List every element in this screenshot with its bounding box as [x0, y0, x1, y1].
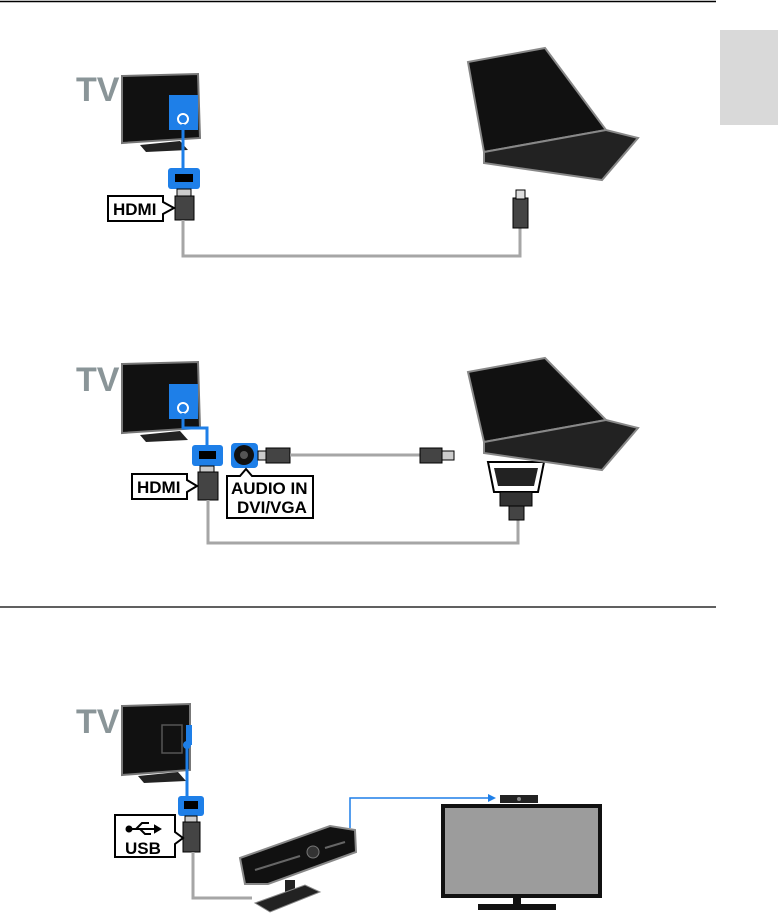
diagram-usb-camera: TV USB [76, 702, 602, 913]
vga-cable [206, 500, 520, 545]
tv-icon [121, 360, 202, 442]
usb-plug-icon [182, 821, 201, 853]
diagram-hdmi-laptop: TV HDMI [76, 46, 640, 258]
hdmi-cable [181, 220, 522, 258]
usb-icon [125, 822, 162, 835]
side-tab [720, 30, 778, 125]
hdmi-label: HDMI [137, 478, 180, 497]
vga-plug-icon [486, 461, 546, 521]
camera-icon [238, 824, 358, 913]
placement-arrow [349, 797, 488, 828]
tv-icon [121, 702, 192, 783]
usb-cable [191, 852, 252, 900]
tv-monitor-icon [441, 804, 602, 910]
dvi-vga-label: DVI/VGA [237, 498, 307, 517]
mounted-camera-icon [500, 795, 538, 803]
tv-label: TV [76, 71, 120, 109]
diagram-dvi-vga-laptop: TV HDMI AUDIO IN DVI/VGA [76, 356, 640, 545]
audio-in-label: AUDIO IN [231, 479, 308, 498]
usb-label: USB [125, 839, 161, 858]
tv-label: TV [76, 361, 120, 399]
laptop-icon [466, 356, 640, 472]
tv-label: TV [76, 703, 120, 741]
laptop-hdmi-plug-icon [512, 197, 529, 229]
audio-plug-icon [265, 447, 291, 464]
hdmi-plug-icon [197, 471, 219, 501]
hdmi-plug-icon [174, 195, 195, 221]
hdmi-label: HDMI [113, 200, 156, 219]
tv-icon [121, 72, 202, 152]
laptop-icon [466, 46, 640, 182]
